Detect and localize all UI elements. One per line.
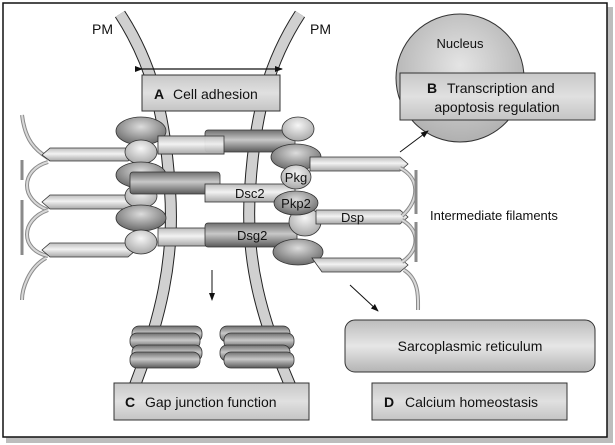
label-intermediate-filaments: Intermediate filaments	[430, 208, 558, 223]
label-pkp2: Pkp2	[281, 196, 311, 211]
sarcoplasmic-reticulum: Sarcoplasmic reticulum	[344, 319, 596, 373]
nucleus-label: Nucleus	[437, 36, 484, 51]
box-a-text: Cell adhesion	[173, 86, 258, 102]
label-dsp: Dsp	[341, 210, 364, 225]
dsc2-dark-rod	[129, 171, 221, 195]
intermediate-filaments-right	[398, 166, 421, 311]
pm-label-left: PM	[92, 21, 113, 37]
connexon-left	[129, 325, 203, 369]
connexon-right	[219, 325, 295, 369]
sr-label: Sarcoplasmic reticulum	[398, 338, 543, 354]
pm-label-right: PM	[310, 21, 331, 37]
label-pkg: Pkg	[285, 170, 307, 185]
box-gap-junction: C Gap junction function	[113, 382, 310, 421]
arrow-to-nucleus	[399, 130, 429, 153]
box-cell-adhesion: A Cell adhesion	[141, 74, 281, 112]
label-dsc2: Dsc2	[235, 186, 265, 201]
box-b-letter: B	[427, 80, 437, 96]
intermediate-filaments-left	[20, 114, 50, 301]
arrow-to-sarcoplasmic-reticulum	[349, 284, 379, 312]
box-d-letter: D	[384, 394, 394, 410]
box-a-letter: A	[154, 86, 164, 102]
box-d-text: Calcium homeostasis	[405, 394, 538, 410]
pkp2: Pkp2	[273, 190, 319, 216]
plaque-right	[270, 116, 324, 266]
label-dsg2: Dsg2	[237, 228, 267, 243]
box-calcium-homeostasis: D Calcium homeostasis	[371, 382, 568, 421]
cadherin-rods	[129, 129, 298, 248]
pkg: Pkg	[280, 164, 312, 190]
filament-rods-right	[309, 156, 409, 273]
box-c-letter: C	[125, 394, 135, 410]
box-c-text: Gap junction function	[145, 394, 277, 410]
dsg2-rod	[204, 222, 298, 248]
box-b-line1: Transcription and	[447, 80, 555, 96]
box-b-line2: apoptosis regulation	[434, 99, 559, 115]
box-transcription-apoptosis: B Transcription and apoptosis regulation	[399, 72, 596, 121]
